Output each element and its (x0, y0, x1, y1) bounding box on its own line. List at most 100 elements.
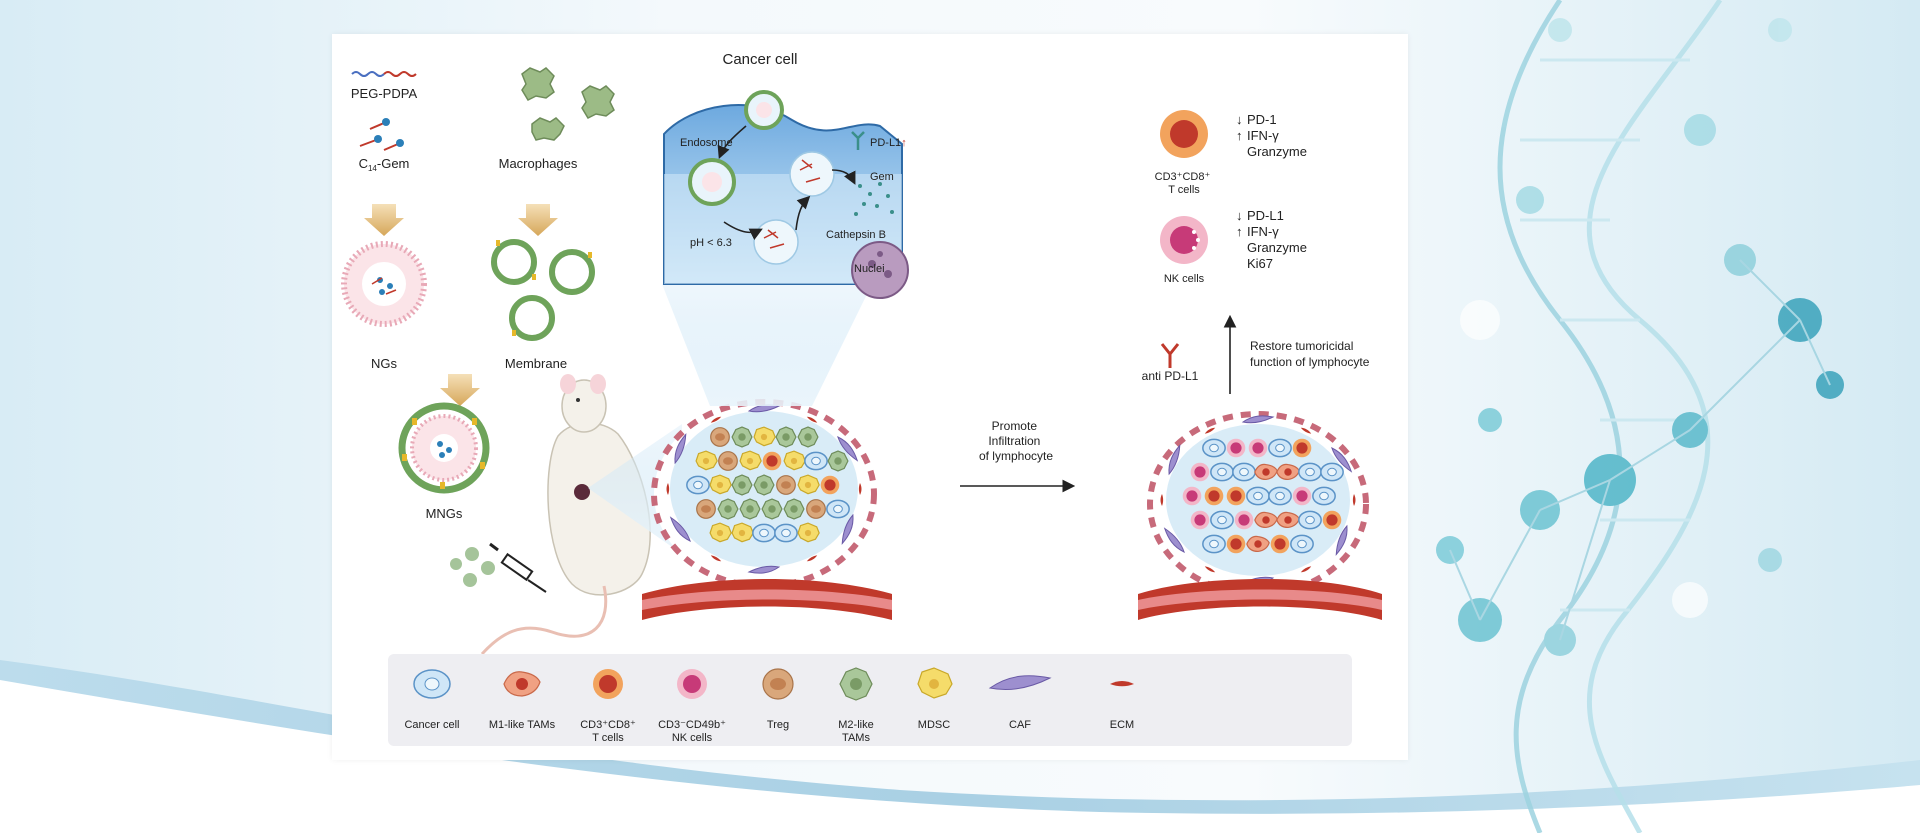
legend-item: CD3⁻CD49b⁺NK cells (658, 669, 726, 744)
legend-item: MDSC (917, 667, 953, 731)
ecm-icon (1110, 681, 1134, 687)
mngs-label: MNGs (426, 506, 463, 521)
t-cell-icon (593, 669, 623, 699)
m2-tam-icon (717, 498, 739, 520)
legend-label: CD3⁺CD8⁺T cells (580, 719, 636, 744)
legend: Cancer cell M1-like TAMs CD3⁺CD8⁺T cells CD… (404, 667, 1134, 744)
m2-tam-icon (739, 498, 761, 520)
legend-label: Cancer cell (404, 719, 459, 731)
legend-label: MDSC (918, 719, 950, 731)
tumor-after-treatment (1138, 411, 1382, 620)
t-cell-icon (1226, 486, 1246, 506)
mouse-icon (480, 374, 651, 656)
m2-tam-icon (761, 498, 783, 520)
nk-cell-pdl1: PD-L1 (1247, 208, 1284, 223)
ngs-label: NGs (371, 356, 398, 371)
cancer-cell-icon (1320, 462, 1344, 482)
c14-gem-label: C14-Gem (359, 156, 410, 173)
membrane-label: Membrane (505, 356, 567, 371)
t-cell-icon (1270, 534, 1290, 554)
cancer-cell-icon (1268, 486, 1292, 506)
cancer-cell-icon (1202, 534, 1226, 554)
mdsc-icon (695, 450, 718, 471)
cancer-cell-icon (1232, 462, 1256, 482)
mdsc-icon (917, 667, 953, 699)
legend-label: M1-like TAMs (489, 719, 556, 731)
legend-label: Treg (767, 719, 789, 731)
legend-item: CD3⁺CD8⁺T cells (580, 669, 636, 744)
t-cell-effect-icon (1160, 110, 1208, 158)
anti-pd-l1-label: anti PD-L1 (1142, 369, 1199, 383)
caf-icon (837, 436, 859, 462)
ecm-icon (710, 416, 722, 423)
m2-tam-icon (753, 474, 775, 496)
ecm-icon (1204, 427, 1216, 434)
membrane-vesicles-icon (491, 239, 595, 341)
mdsc-icon (753, 426, 776, 447)
cancer-cell-icon (774, 523, 798, 543)
nk-cell-icon (1248, 438, 1268, 458)
legend-item: M1-like TAMs (489, 671, 556, 731)
m2-tam-icon (827, 450, 849, 472)
m2-tam-icon (783, 498, 805, 520)
mngs-nanoparticle-icon (398, 402, 490, 494)
m2-tam-icon (731, 474, 753, 496)
nuclei-label: Nuclei (854, 263, 885, 275)
t-cell-icon (1204, 486, 1224, 506)
zoom-beam (662, 284, 872, 406)
treg-icon (776, 475, 796, 495)
m1-tam-icon (1276, 463, 1300, 481)
caf-icon (1163, 527, 1185, 553)
cancer-cell-icon (826, 499, 850, 519)
m2-tam-icon (775, 426, 797, 448)
cancer-cell-icon (1290, 534, 1314, 554)
cancer-cell-icon (1210, 510, 1234, 530)
nk-cell-icon (1234, 510, 1254, 530)
legend-label: CAF (1009, 719, 1031, 731)
nanogel-icon (341, 241, 427, 327)
treg-icon (806, 499, 826, 519)
cancer-cell-icon (1312, 486, 1336, 506)
t-cell-up-list: IFN-γ Granzyme (1247, 128, 1307, 159)
syringe-icon (489, 542, 547, 593)
cancer-cell-icon (413, 669, 451, 699)
mdsc-icon (709, 474, 732, 495)
t-cell-icon (1292, 438, 1312, 458)
cancer-cell-icon (686, 475, 710, 495)
c14-gem-molecule-icon (359, 118, 404, 151)
tumor-before-treatment (642, 399, 892, 620)
mdsc-icon (709, 522, 732, 543)
ecm-icon (666, 483, 670, 495)
m1-tam-icon (503, 671, 541, 697)
t-cell-up-arrow: ↑ (1236, 128, 1243, 143)
ph-label: pH < 6.3 (690, 237, 732, 249)
down-arrow-icon (364, 204, 404, 236)
endosome-label: Endosome (680, 137, 733, 149)
legend-item: ECM (1110, 681, 1134, 731)
nk-cell-icon (677, 669, 707, 699)
m1-tam-icon (1246, 535, 1270, 553)
cancer-cell-icon (752, 523, 776, 543)
cathepsin-label: Cathepsin B (826, 229, 886, 241)
t-cell-icon (1322, 510, 1342, 530)
m2-tam-icon (839, 667, 873, 701)
cancer-cell-icon (1298, 462, 1322, 482)
nk-cell-icon (1292, 486, 1312, 506)
nk-cell-up-list: IFN-γ Granzyme Ki67 (1247, 224, 1311, 271)
down-arrow-icon (440, 374, 480, 406)
treg-icon (718, 451, 738, 471)
macrophages-label: Macrophages (499, 156, 578, 171)
ecm-icon (858, 483, 862, 495)
promote-label: Promote Infiltration of lymphocyte (979, 419, 1053, 463)
legend-item: Cancer cell (404, 669, 460, 731)
nk-cell-effect-icon (1160, 216, 1208, 264)
pd-l1-receptor-icon (851, 131, 865, 150)
t-cell-pd1: PD-1 (1247, 112, 1277, 127)
caf-icon (1241, 415, 1275, 424)
cancer-cell-icon (1246, 486, 1270, 506)
t-cell-icon (762, 451, 782, 471)
legend-box (388, 654, 1352, 746)
nanoparticle-cluster-icon (450, 547, 495, 587)
